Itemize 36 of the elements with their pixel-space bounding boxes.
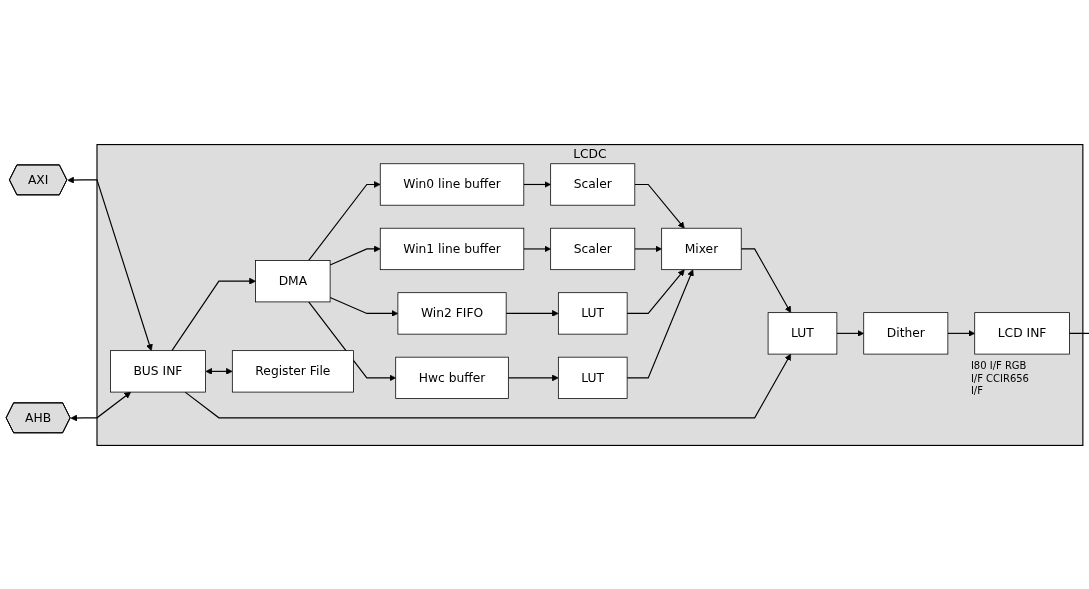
node-box: LUT	[767, 311, 838, 354]
arrow	[634, 183, 685, 229]
arrow	[67, 176, 153, 351]
node-box: Register File	[231, 349, 354, 392]
arrow	[329, 296, 399, 317]
arrow	[523, 180, 551, 188]
node-box: Scaler	[550, 162, 636, 206]
node-box: Mixer	[661, 227, 742, 270]
node-box: Dither	[863, 311, 949, 354]
arrow	[523, 245, 551, 252]
node-box: Hwc buffer	[395, 356, 509, 399]
arrow	[329, 245, 381, 266]
arrow	[308, 300, 396, 381]
arrow	[634, 245, 662, 252]
arrow	[70, 391, 132, 421]
arrow	[184, 353, 792, 418]
node-box: Win1 line buffer	[379, 227, 525, 270]
node-box: Scaler	[550, 227, 636, 270]
node-box: BUS INF	[110, 349, 206, 392]
arrow	[836, 329, 865, 337]
node-box: LCD INF	[974, 311, 1070, 354]
arrow	[947, 329, 976, 337]
arrow	[507, 374, 559, 381]
arrow	[626, 268, 694, 378]
node-box: LUT	[557, 356, 628, 399]
node-box: DMA	[255, 259, 331, 302]
arrow	[740, 247, 792, 313]
arrow	[626, 268, 685, 314]
node-box: Win2 FIFO	[397, 291, 507, 335]
node-box: LUT	[557, 291, 628, 335]
arrow	[205, 367, 233, 375]
node-box: Win0 line buffer	[379, 162, 525, 206]
arrow	[505, 309, 559, 317]
arrow	[171, 277, 256, 351]
interface-list: I80 I/F RGB I/F CCIR656 I/F	[970, 359, 1033, 397]
arrow	[308, 180, 381, 261]
